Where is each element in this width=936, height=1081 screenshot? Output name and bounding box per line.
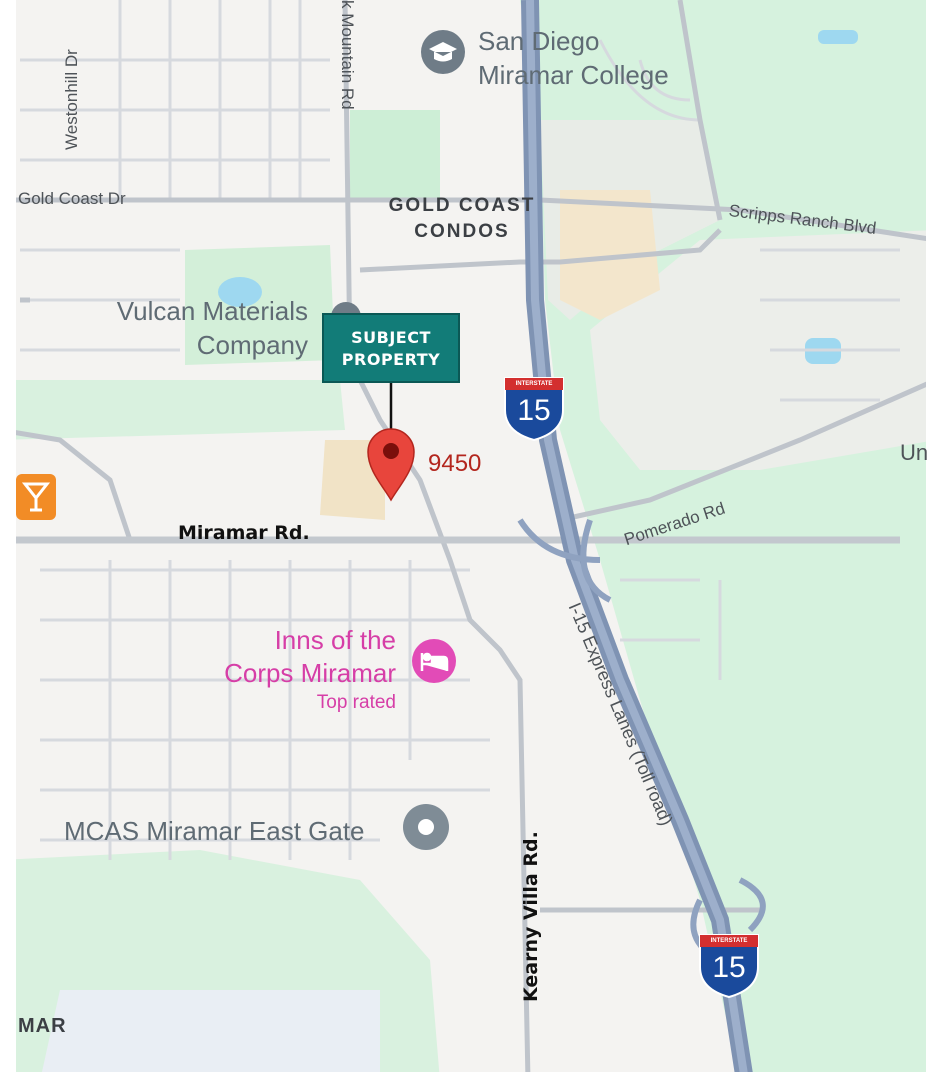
sand-area-east	[560, 190, 660, 320]
street-label-gold-coast-dr: Gold Coast Dr	[18, 189, 126, 208]
graduation-cap-icon[interactable]	[421, 30, 465, 74]
interstate-shield-icon	[699, 934, 759, 999]
area-label-gold-coast: GOLD COAST CONDOS	[372, 193, 552, 244]
bottom-margin	[0, 1072, 936, 1081]
right-margin	[926, 0, 936, 1081]
shield-top-number: 15	[517, 394, 551, 427]
interstate-shield-icon	[504, 377, 564, 442]
cross-road-north	[359, 228, 722, 273]
area-gold-coast-line1: GOLD COAST	[388, 195, 536, 216]
shield-bottom-label: INTERSTATE	[710, 938, 748, 944]
street-label-black-mountain: k Mountain Rd	[338, 0, 357, 110]
subject-property-callout: SUBJECT PROPERTY	[322, 313, 460, 383]
park-strip-west	[0, 380, 345, 440]
poi-college-line2[interactable]: Miramar College	[478, 60, 669, 90]
callout-line2: PROPERTY	[341, 350, 441, 369]
street-label-westonhill: Westonhill Dr	[62, 49, 81, 150]
pomerado-road	[559, 377, 936, 523]
poi-vulcan-line2[interactable]: Company	[196, 330, 308, 360]
pin-number-label: 9450	[428, 450, 482, 477]
location-pin-icon[interactable]	[367, 428, 415, 502]
hotel-bed-icon[interactable]	[412, 639, 456, 683]
poi-inns-rating: Top rated	[316, 692, 396, 713]
shield-top-label: INTERSTATE	[515, 381, 553, 387]
street-label-un: Un	[900, 440, 929, 465]
poi-inns-line1[interactable]: Inns of the	[274, 625, 396, 655]
poi-vulcan-line1[interactable]: Vulcan Materials	[116, 296, 308, 326]
airfield-area	[40, 990, 380, 1081]
area-label-mar: MAR	[18, 1015, 67, 1037]
park-vulcan	[185, 245, 335, 365]
callout-line1: SUBJECT	[351, 328, 431, 347]
poi-mcas-label[interactable]: MCAS Miramar East Gate	[64, 816, 365, 846]
location-dot-icon[interactable]	[403, 804, 449, 850]
area-gold-coast-line2: CONDOS	[414, 220, 510, 242]
college-road-east	[677, 0, 723, 221]
left-margin	[0, 0, 16, 1081]
lake-vulcan	[218, 277, 262, 307]
poi-college-line1[interactable]: San Diego	[478, 26, 600, 56]
road-label-miramar: Miramar Rd.	[178, 522, 310, 544]
gold-coast-scripps-road	[0, 197, 936, 243]
interstate-15-freeway	[517, 0, 766, 1081]
poi-inns-line2[interactable]: Corps Miramar	[224, 658, 396, 688]
pond-northeast	[818, 30, 858, 44]
local-streets	[20, 0, 900, 860]
west-connector	[0, 427, 133, 541]
park-gold-coast	[350, 110, 440, 200]
road-label-kearny-villa: Kearny Villa Rd.	[520, 831, 542, 1002]
cocktail-bar-icon[interactable]	[16, 474, 56, 520]
shield-bottom-number: 15	[712, 951, 746, 984]
scripps-neighborhood	[590, 230, 936, 470]
